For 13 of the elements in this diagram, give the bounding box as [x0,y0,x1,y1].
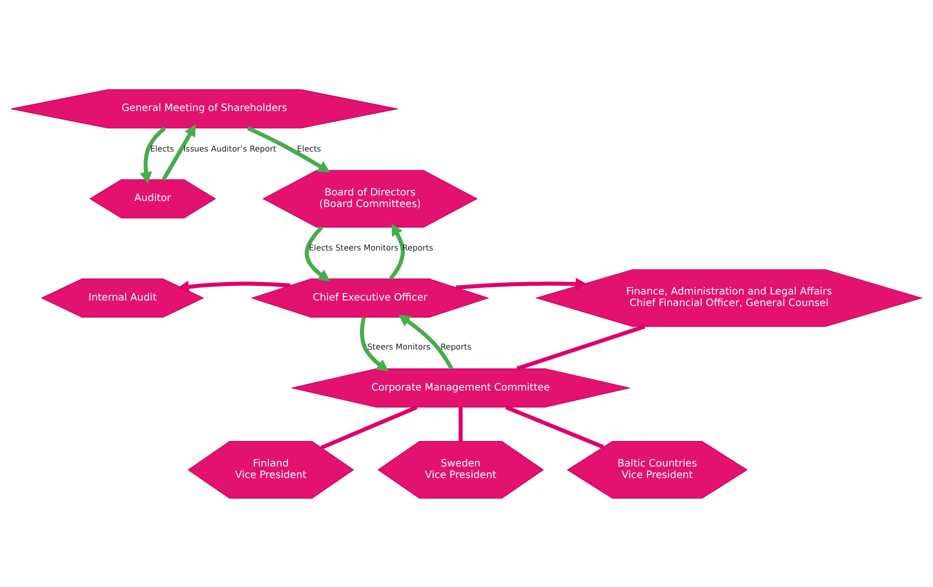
connector [516,324,646,370]
arrow [389,223,405,280]
arrow [162,124,196,180]
arrow [360,316,389,371]
arrow [398,314,454,370]
arrow [140,126,166,184]
arrow [247,126,330,172]
connector [505,404,604,448]
connector [320,404,418,450]
arrow [304,225,330,281]
connector [458,406,463,441]
arrow [177,280,290,292]
arrow [456,277,588,290]
